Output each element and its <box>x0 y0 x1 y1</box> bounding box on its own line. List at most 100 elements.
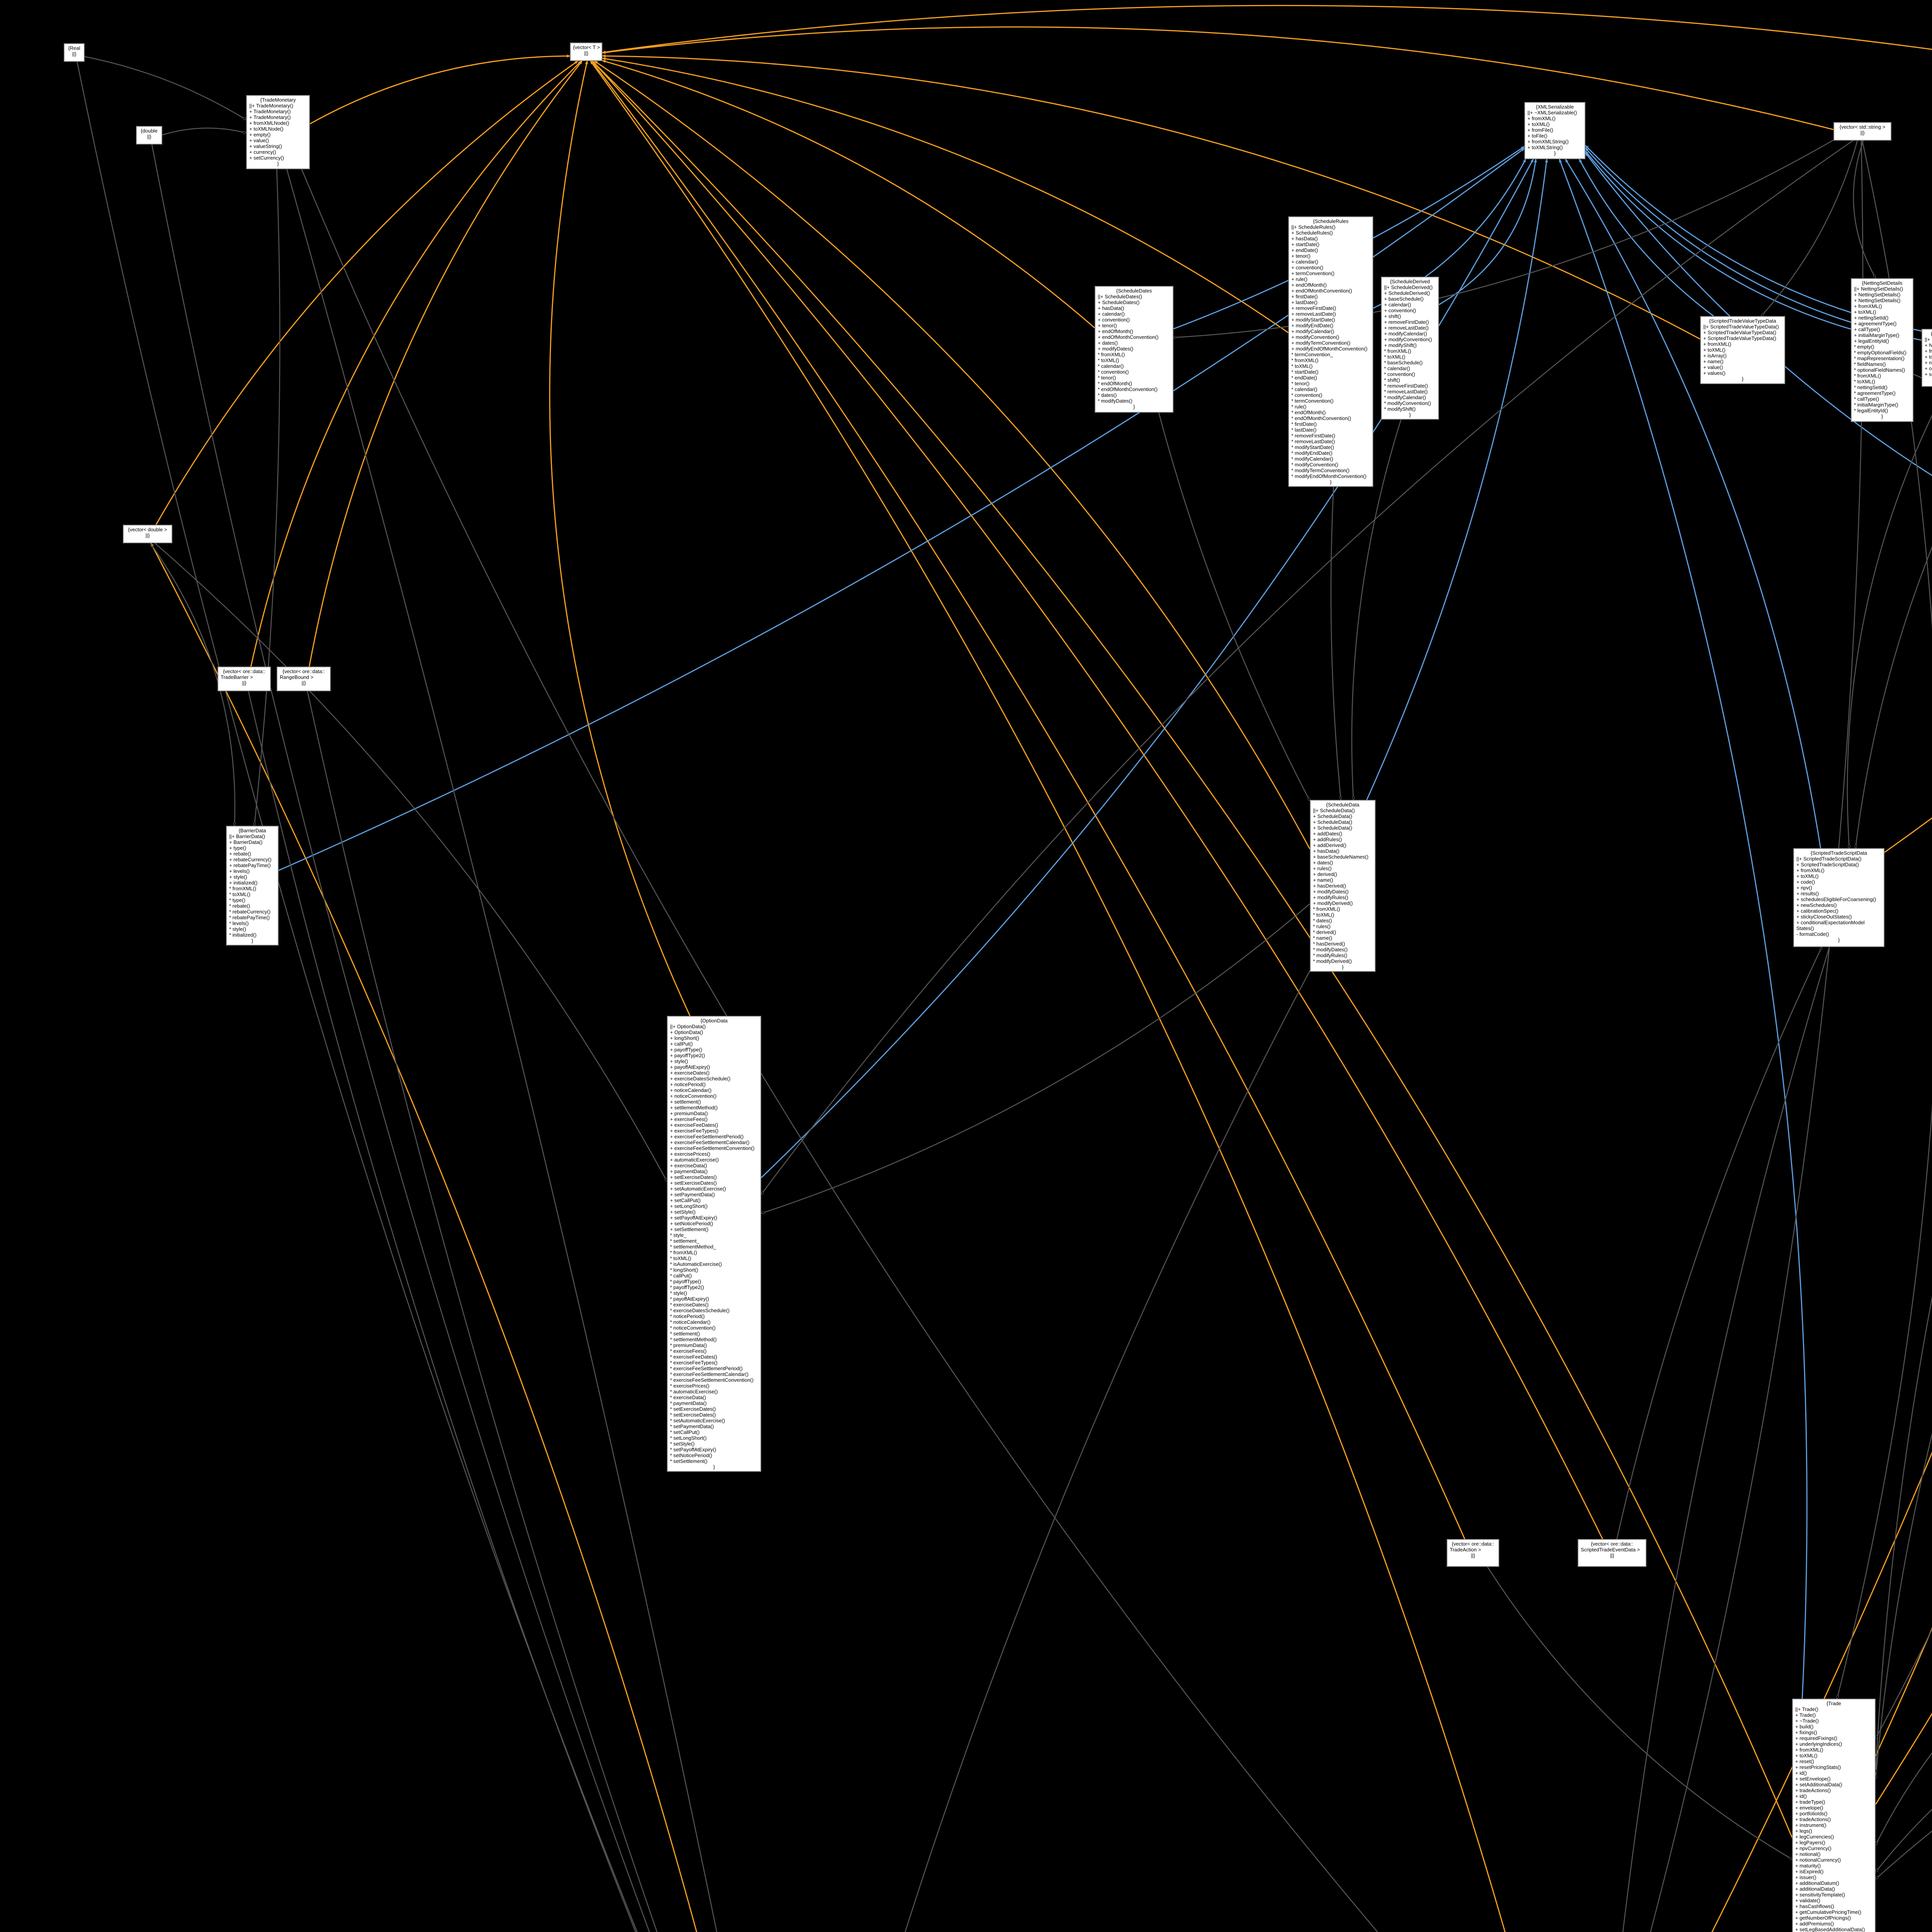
class-node-barrier[interactable]: {BarrierData||+ BarrierData()+ BarrierDa… <box>226 826 279 946</box>
class-node-xmlser[interactable]: {XMLSerializable||+ ~XMLSerializable()+ … <box>1524 102 1585 159</box>
class-member: + calendar() <box>1098 311 1125 317</box>
class-member: + style() <box>670 1058 688 1064</box>
class-title: {Trade <box>1827 1701 1841 1706</box>
class-member: * calendar() <box>1098 363 1124 369</box>
class-member: * modifyShift() <box>1384 406 1416 412</box>
class-member: + modifyTermConvention() <box>1291 340 1350 346</box>
class-node-vectb[interactable]: {vector< ore::data::TradeBarrier >||} <box>218 667 271 691</box>
class-title: {vector< ore::data:: <box>1591 1541 1633 1547</box>
class-node-optdata[interactable]: {OptionData||+ OptionData()+ OptionData(… <box>667 1016 761 1472</box>
class-member: * exercisePrices() <box>670 1383 709 1389</box>
class-member: + name() <box>1703 359 1724 364</box>
class-member: + isArray() <box>1703 353 1727 359</box>
class-member: + modifyDerived() <box>1313 900 1353 906</box>
class-member: + agreementType() <box>1854 321 1897 327</box>
class-node-nsd[interactable]: {NettingSetDetails||+ NettingSetDetails(… <box>1851 278 1913 422</box>
class-member: * modifyStartDate() <box>1291 444 1334 450</box>
class-member: + exercisePrices() <box>670 1151 711 1157</box>
class-member: + Trade() <box>1795 1712 1816 1718</box>
class-member: + rebatePayTime() <box>229 862 271 868</box>
class-node-stsd[interactable]: {ScriptedTradeScriptData||+ ScriptedTrad… <box>1793 848 1884 947</box>
class-member: * lastDate() <box>1291 427 1317 433</box>
class-member: + toXML() <box>1703 347 1726 353</box>
class-member: + rule() <box>1291 276 1308 282</box>
class-node-vecdbl[interactable]: {vector< double >||} <box>123 525 172 543</box>
class-title: {OptionData <box>700 1018 728 1024</box>
class-member: * noticePeriod() <box>670 1313 705 1319</box>
class-member: * levels() <box>229 920 249 926</box>
class-title: {double <box>141 128 158 134</box>
class-member: * premiumData() <box>670 1342 707 1348</box>
class-member: + fromXML() <box>1527 116 1556 121</box>
class-node-vecsted[interactable]: {vector< ore::data::ScriptedTradeEventDa… <box>1578 1539 1646 1567</box>
class-member: * settlement_ <box>670 1238 699 1244</box>
class-member: + ScheduleData() <box>1313 813 1352 819</box>
class-node-nschd[interactable]: {NewScheduleData||+ NewScheduleData()+ N… <box>1922 329 1932 387</box>
class-member: * tenor() <box>1291 381 1310 386</box>
class-node-real[interactable]: {Real||} <box>64 43 85 62</box>
class-member: + exerciseFeeSettlementCalendar() <box>670 1139 750 1145</box>
class-member: * exerciseData() <box>670 1395 706 1400</box>
class-node-vecrb[interactable]: {vector< ore::data::RangeBound >||} <box>277 667 331 691</box>
class-member: + startDate() <box>1291 242 1320 247</box>
class-node-scheddates[interactable]: {ScheduleDates||+ ScheduleDates()+ Sched… <box>1095 286 1173 413</box>
class-member: * exerciseFees() <box>670 1348 707 1354</box>
class-member: * settlementMethod() <box>670 1337 717 1342</box>
class-member: * payoffType() <box>670 1279 701 1284</box>
class-member: + longShort() <box>670 1035 699 1041</box>
class-member: + tenor() <box>1098 323 1117 328</box>
class-member: + fromXML() <box>1925 348 1932 354</box>
class-member: + modifyEndDate() <box>1291 323 1333 328</box>
class-member: } <box>1133 404 1135 410</box>
class-member: States() <box>1796 925 1814 931</box>
class-member: * mapRepresentation() <box>1854 355 1905 361</box>
class-member: * exerciseDatesSchedule() <box>670 1308 730 1313</box>
class-node-scheddata[interactable]: {ScheduleData||+ ScheduleData()+ Schedul… <box>1310 800 1376 972</box>
class-member: + NettingSetDetails() <box>1854 298 1901 303</box>
class-member: * exerciseFeeTypes() <box>670 1360 718 1366</box>
class-node-schedrules[interactable]: {ScheduleRules||+ ScheduleRules()+ Sched… <box>1288 216 1373 487</box>
class-node-trademon[interactable]: {TradeMonetary||+ TradeMonetary()+ Trade… <box>246 95 310 169</box>
class-member: * setLongShort() <box>670 1435 707 1441</box>
class-member: * modifyEndDate() <box>1291 450 1333 456</box>
class-member: * exerciseFeeSettlementConvention() <box>670 1377 754 1383</box>
class-member: } <box>1925 377 1932 383</box>
class-node-schedderived[interactable]: {ScheduleDerived||+ ScheduleDerived()+ S… <box>1381 277 1439 420</box>
class-member: + toXML() <box>1925 354 1932 360</box>
class-member: * exerciseFeeSettlementCalendar() <box>670 1371 749 1377</box>
class-member: * endOfMonthConvention() <box>1098 386 1158 392</box>
class-node-vecta[interactable]: {vector< ore::data::TradeAction >||} <box>1447 1539 1499 1567</box>
class-member: ||+ ScheduleDerived() <box>1384 284 1433 290</box>
class-member: ||+ NewScheduleData() <box>1925 337 1932 342</box>
class-member: + tradeType() <box>1795 1799 1825 1805</box>
class-member: } <box>1554 150 1556 156</box>
class-node-trade[interactable]: {Trade||+ Trade()+ Trade()+ ~Trade()+ bu… <box>1792 1699 1876 1932</box>
class-node-stvtd[interactable]: {ScriptedTradeValueTypeData||+ ScriptedT… <box>1700 316 1785 384</box>
class-title: {BarrierData <box>238 828 266 833</box>
class-member: ||+ OptionData() <box>670 1024 706 1029</box>
edge-usage-barrier-trademon <box>254 169 281 826</box>
class-member: + payoffAtExpiry() <box>670 1064 710 1070</box>
class-member: * setExerciseDates() <box>670 1406 716 1412</box>
edge-usage-trade-vecta <box>1487 1566 1793 1860</box>
class-node-vecstr[interactable]: {vector< std::string >||} <box>1833 122 1891 141</box>
class-member: + fromXMLNode() <box>249 120 289 126</box>
class-member: + setCallPut() <box>670 1197 701 1203</box>
class-member: + BarrierData() <box>229 839 263 845</box>
class-node-dbl[interactable]: {double||} <box>136 126 162 145</box>
class-member: * modifyDates() <box>1098 398 1133 404</box>
class-member: + calendar() <box>1384 302 1411 308</box>
class-member: * removeLastDate() <box>1384 389 1428 395</box>
class-member: - formatCode() <box>1796 931 1829 937</box>
class-member: + convention() <box>1291 265 1323 270</box>
class-member: + modifyCalendar() <box>1384 331 1427 337</box>
class-node-vecT[interactable]: {vector< T >||} <box>570 43 602 61</box>
class-member: + NettingSetDetails() <box>1854 292 1901 298</box>
class-member: + reset() <box>1795 1759 1814 1764</box>
class-member: + tradeActions() <box>1795 1787 1831 1793</box>
class-member: + requiredFixings() <box>1795 1735 1837 1741</box>
class-member: + notionalCurrency() <box>1795 1857 1841 1863</box>
class-member: + tradeActions() <box>1795 1816 1831 1822</box>
class-member: + lastDate() <box>1291 299 1318 305</box>
